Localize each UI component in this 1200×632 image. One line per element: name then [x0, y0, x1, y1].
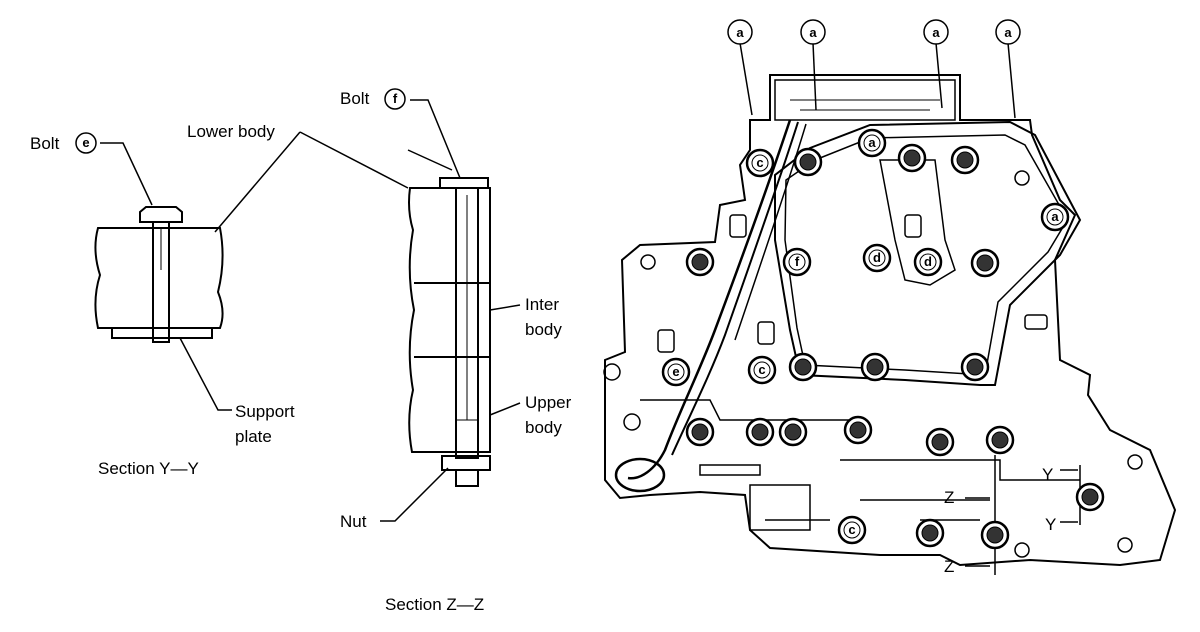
bolt-head-19	[843, 415, 873, 445]
support-plate	[111, 327, 213, 339]
bolt-head-21	[985, 425, 1015, 455]
bolt-head-1	[793, 147, 823, 177]
callout-a-3-text: a	[932, 25, 940, 40]
lower-body-label: Lower body	[187, 122, 275, 141]
section-yy-caption: Section Y—Y	[98, 459, 199, 478]
callout-a-1: a	[727, 19, 753, 45]
bolt-c-head-0: c	[745, 148, 775, 178]
upper-body-label-1: Upper	[525, 393, 572, 412]
bolt-f-head	[439, 177, 489, 188]
section-z-marker-2: Z	[944, 557, 954, 576]
bolt-e-callout	[75, 132, 97, 154]
bolt-code-label: a	[868, 135, 876, 150]
bolt-head-8	[970, 248, 1000, 278]
callout-a-4-text: a	[1004, 25, 1012, 40]
callout-a-3: a	[923, 19, 949, 45]
bolt-f-shank	[455, 187, 479, 459]
section-yy	[94, 131, 301, 411]
section-zz-bodies	[408, 187, 491, 453]
bolt-code-label: e	[672, 364, 679, 379]
lower-body-block	[94, 227, 224, 329]
nut-label: Nut	[340, 512, 367, 531]
bolt-f-label: Bolt	[340, 89, 370, 108]
bolt-d-head-6: d	[862, 243, 892, 273]
bolt-f-tip	[455, 469, 479, 487]
section-zz	[299, 99, 521, 522]
inter-body-label-1: Inter	[525, 295, 559, 314]
inner-pocket	[879, 159, 956, 286]
bolt-head-25	[980, 520, 1010, 550]
bolt-c-head-23: c	[837, 515, 867, 545]
bolt-head-17	[745, 417, 775, 447]
inter-body-label-2: body	[525, 320, 562, 339]
upper-cluster	[774, 79, 956, 121]
bolt-layer: c a a d d f c e c	[661, 128, 1105, 550]
bolt-a-head-2: a	[857, 128, 887, 158]
bolt-code-label: f	[795, 254, 800, 269]
bolt-code-label: a	[1051, 209, 1059, 224]
bolt-head-4	[950, 145, 980, 175]
gasket-outline	[774, 120, 1082, 386]
top-callouts	[739, 42, 1016, 119]
bolt-head-10	[685, 247, 715, 277]
bolt-code-label: c	[756, 155, 763, 170]
callout-a-1-text: a	[736, 25, 744, 40]
bolt-f-callout-text: f	[393, 91, 398, 106]
bolt-head-12	[860, 352, 890, 382]
bolt-head-11	[788, 352, 818, 382]
section-z-marker-1: Z	[944, 488, 954, 507]
section-zz-caption: Section Z—Z	[385, 595, 484, 614]
bolt-c-head-14: c	[747, 355, 777, 385]
bolt-head-22	[1075, 482, 1105, 512]
bolt-e-label: Bolt	[30, 134, 60, 153]
bolt-f-head-9: f	[782, 247, 812, 277]
bolt-e-shank	[152, 221, 170, 343]
support-plate-label-1: Support	[235, 402, 295, 421]
upper-body-label-2: body	[525, 418, 562, 437]
bolt-head-16	[685, 417, 715, 447]
bolt-d-head-7: d	[913, 247, 943, 277]
valve-body-assembly	[603, 74, 1177, 575]
harness-connector	[614, 457, 666, 493]
bolt-e-callout-text: e	[82, 135, 89, 150]
bolt-code-label: c	[848, 522, 855, 537]
bolt-code-label: c	[758, 362, 765, 377]
bolt-head-13	[960, 352, 990, 382]
bolt-head-3	[897, 143, 927, 173]
bolt-e-head-15: e	[661, 357, 691, 387]
bolt-code-label: d	[924, 254, 932, 269]
bolt-code-label: d	[873, 250, 881, 265]
bolt-a-head-5: a	[1040, 202, 1070, 232]
bolt-head-20	[925, 427, 955, 457]
section-y-marker-2: Y	[1045, 515, 1056, 534]
section-y-marker-1: Y	[1042, 465, 1053, 484]
valve-body-outline	[604, 74, 1177, 567]
bolt-f-callout	[384, 88, 406, 110]
bolt-e-head	[139, 206, 183, 223]
callout-a-2: a	[800, 19, 826, 45]
bolt-head-18	[778, 417, 808, 447]
bolt-head-24	[915, 518, 945, 548]
callout-a-4: a	[995, 19, 1021, 45]
support-plate-label-2: plate	[235, 427, 272, 446]
callout-a-2-text: a	[809, 25, 817, 40]
